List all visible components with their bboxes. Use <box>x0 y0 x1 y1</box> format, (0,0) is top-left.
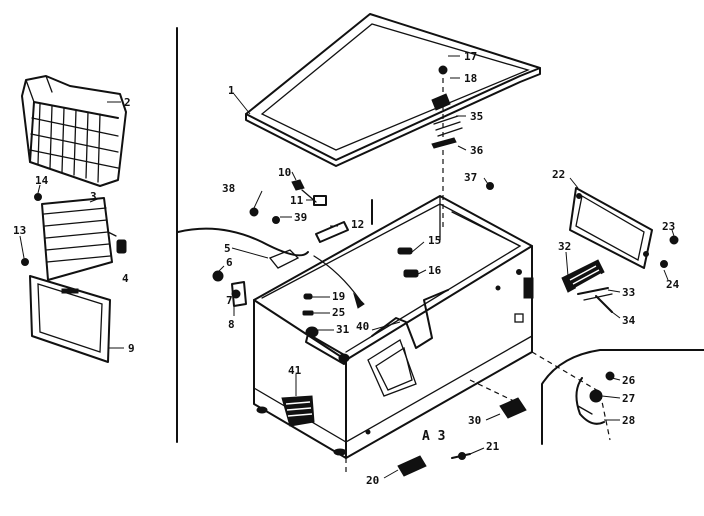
callout-8: 8 <box>228 318 235 331</box>
callout-19: 19 <box>332 290 345 303</box>
shelf-grille <box>41 197 117 281</box>
callout-6: 6 <box>226 256 233 269</box>
callout-36: 36 <box>470 144 484 157</box>
callout-17: 17 <box>464 50 477 63</box>
storage-basket <box>21 75 127 187</box>
callout-11: 11 <box>290 194 304 207</box>
callout-18: 18 <box>464 72 477 85</box>
drain-pan <box>29 275 111 363</box>
shelf-screws <box>21 193 42 266</box>
thermostat-assembly <box>249 179 373 243</box>
callout-22: 22 <box>552 168 565 181</box>
callout-25: 25 <box>332 306 345 319</box>
screw-23 <box>669 235 679 245</box>
callout-39: 39 <box>294 211 307 224</box>
callout-28: 28 <box>622 414 635 427</box>
callout-30: 30 <box>468 414 481 427</box>
callout-26: 26 <box>622 374 636 387</box>
callout-27: 27 <box>622 392 635 405</box>
vent-bracket <box>577 287 613 313</box>
callout-labels: 2 3 14 13 4 9 1 17 18 35 36 37 22 23 24 … <box>13 50 680 487</box>
louver-vent <box>561 259 605 293</box>
callout-7: 7 <box>226 294 233 307</box>
lock-parts <box>212 270 247 307</box>
callout-12: 12 <box>351 218 364 231</box>
lid-hinge-assembly <box>431 65 463 230</box>
callout-16: 16 <box>428 264 442 277</box>
cabinet-mark: A 3 <box>422 429 445 444</box>
shelf-clip <box>116 239 127 254</box>
callout-4: 4 <box>122 272 129 285</box>
callout-35: 35 <box>470 110 483 123</box>
freezer-lid <box>245 13 541 167</box>
callout-3: 3 <box>90 190 97 203</box>
callout-20: 20 <box>366 474 379 487</box>
callout-14: 14 <box>35 174 49 187</box>
callout-38: 38 <box>222 182 235 195</box>
callout-37: 37 <box>464 171 477 184</box>
freezer-cabinet <box>253 195 611 476</box>
compressor-parts-inset <box>541 349 704 445</box>
screw-24 <box>660 260 668 268</box>
callout-32: 32 <box>558 240 571 253</box>
power-cord <box>177 227 365 309</box>
callout-10: 10 <box>278 166 291 179</box>
access-cover-plate <box>569 187 653 269</box>
callout-23: 23 <box>662 220 675 233</box>
callout-40: 40 <box>356 320 369 333</box>
callout-31: 31 <box>336 323 350 336</box>
callout-1: 1 <box>228 84 235 97</box>
leader-lines <box>19 55 675 479</box>
callout-13: 13 <box>13 224 26 237</box>
screw-37 <box>486 182 494 190</box>
callout-33: 33 <box>622 286 635 299</box>
callout-9: 9 <box>128 342 135 355</box>
callout-24: 24 <box>666 278 680 291</box>
callout-15: 15 <box>428 234 441 247</box>
callout-5: 5 <box>224 242 231 255</box>
callout-41: 41 <box>288 364 302 377</box>
callout-2: 2 <box>124 96 131 109</box>
callout-34: 34 <box>622 314 636 327</box>
callout-21: 21 <box>486 440 500 453</box>
front-small-parts <box>397 397 527 477</box>
